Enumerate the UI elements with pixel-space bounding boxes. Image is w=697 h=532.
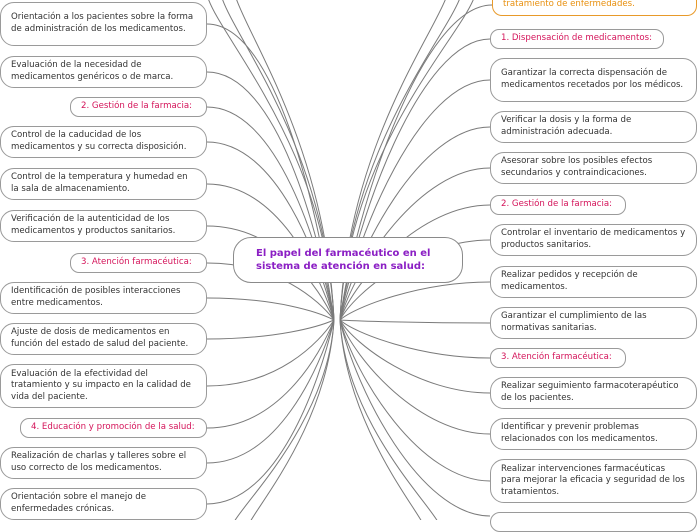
connector-line <box>206 319 335 340</box>
connector-line <box>206 262 335 321</box>
node-inventario[interactable]: Controlar el inventario de medicamentos … <box>490 224 697 256</box>
connector-line <box>339 319 491 482</box>
node-efectos-secundarios[interactable]: Asesorar sobre los posibles efectos secu… <box>490 152 697 184</box>
connector-line <box>339 319 491 394</box>
connector-line <box>206 141 335 321</box>
node-intervenciones-farmaceuticas[interactable]: Realizar intervenciones farmacéuticas pa… <box>490 459 697 503</box>
connector-line <box>206 319 335 387</box>
connector-line <box>339 281 491 321</box>
heading-atencion-farmaceutica-left[interactable]: 3. Atención farmacéutica: <box>70 253 207 273</box>
connector-line <box>250 319 335 520</box>
node-autenticidad[interactable]: Verificación de la autenticidad de los m… <box>0 210 207 242</box>
node-efectividad-tratamiento[interactable]: Evaluación de la efectividad del tratami… <box>0 364 207 408</box>
node-tratamiento-enfermedades-partial[interactable]: tratamiento de enfermedades. <box>492 0 697 16</box>
node-ajuste-dosis[interactable]: Ajuste de dosis de medicamentos en funci… <box>0 323 207 355</box>
node-caducidad[interactable]: Control de la caducidad de los medicamen… <box>0 126 207 158</box>
connector-line <box>339 319 491 517</box>
node-normativas-sanitarias[interactable]: Garantizar el cumplimiento de las normat… <box>490 307 697 339</box>
central-topic[interactable]: El papel del farmacéutico en el sistema … <box>233 237 463 283</box>
connector-line <box>339 319 422 520</box>
heading-educacion-promocion[interactable]: 4. Educación y promoción de la salud: <box>20 418 207 438</box>
node-enfermedades-cronicas[interactable]: Orientación sobre el manejo de enfermeda… <box>0 488 207 520</box>
connector-line <box>339 79 491 321</box>
node-genericos-marca[interactable]: Evaluación de la necesidad de medicament… <box>0 56 207 88</box>
connector-line <box>339 126 491 321</box>
connector-line <box>339 319 491 359</box>
node-verificar-dosis[interactable]: Verificar la dosis y la forma de adminis… <box>490 111 697 143</box>
node-correcta-dispensacion[interactable]: Garantizar la correcta dispensación de m… <box>490 58 697 102</box>
node-prevenir-problemas[interactable]: Identificar y prevenir problemas relacio… <box>490 418 697 450</box>
connector-line <box>206 183 335 321</box>
heading-atencion-farmaceutica-right[interactable]: 3. Atención farmacéutica: <box>490 348 626 368</box>
central-topic-title: El papel del farmacéutico en el sistema … <box>256 248 431 272</box>
connector-line <box>339 319 491 324</box>
heading-gestion-farmacia-left[interactable]: 2. Gestión de la farmacia: <box>70 97 207 117</box>
node-pedidos-recepcion[interactable]: Realizar pedidos y recepción de medicame… <box>490 266 697 298</box>
connector-line <box>206 319 335 464</box>
node-partial-bottom[interactable] <box>490 512 697 532</box>
node-orientacion-administracion[interactable]: Orientación a los pacientes sobre la for… <box>0 2 207 46</box>
node-interacciones[interactable]: Identificación de posibles interacciones… <box>0 282 207 314</box>
connector-line <box>339 319 491 435</box>
node-charlas-talleres[interactable]: Realización de charlas y talleres sobre … <box>0 447 207 479</box>
connector-line <box>339 319 438 520</box>
node-temperatura-humedad[interactable]: Control de la temperatura y humedad en l… <box>0 168 207 200</box>
heading-gestion-farmacia-right[interactable]: 2. Gestión de la farmacia: <box>490 195 626 215</box>
connector-line <box>206 319 335 429</box>
node-seguimiento-farmacoterapeutico[interactable]: Realizar seguimiento farmacoterapéutico … <box>490 377 697 409</box>
connector-line <box>206 297 335 321</box>
connector-line <box>234 319 335 520</box>
connector-line <box>206 319 335 505</box>
heading-dispensacion[interactable]: 1. Dispensación de medicamentos: <box>490 29 664 49</box>
connector-lines <box>206 0 493 520</box>
connector-line <box>339 167 491 321</box>
connector-line <box>206 106 335 321</box>
